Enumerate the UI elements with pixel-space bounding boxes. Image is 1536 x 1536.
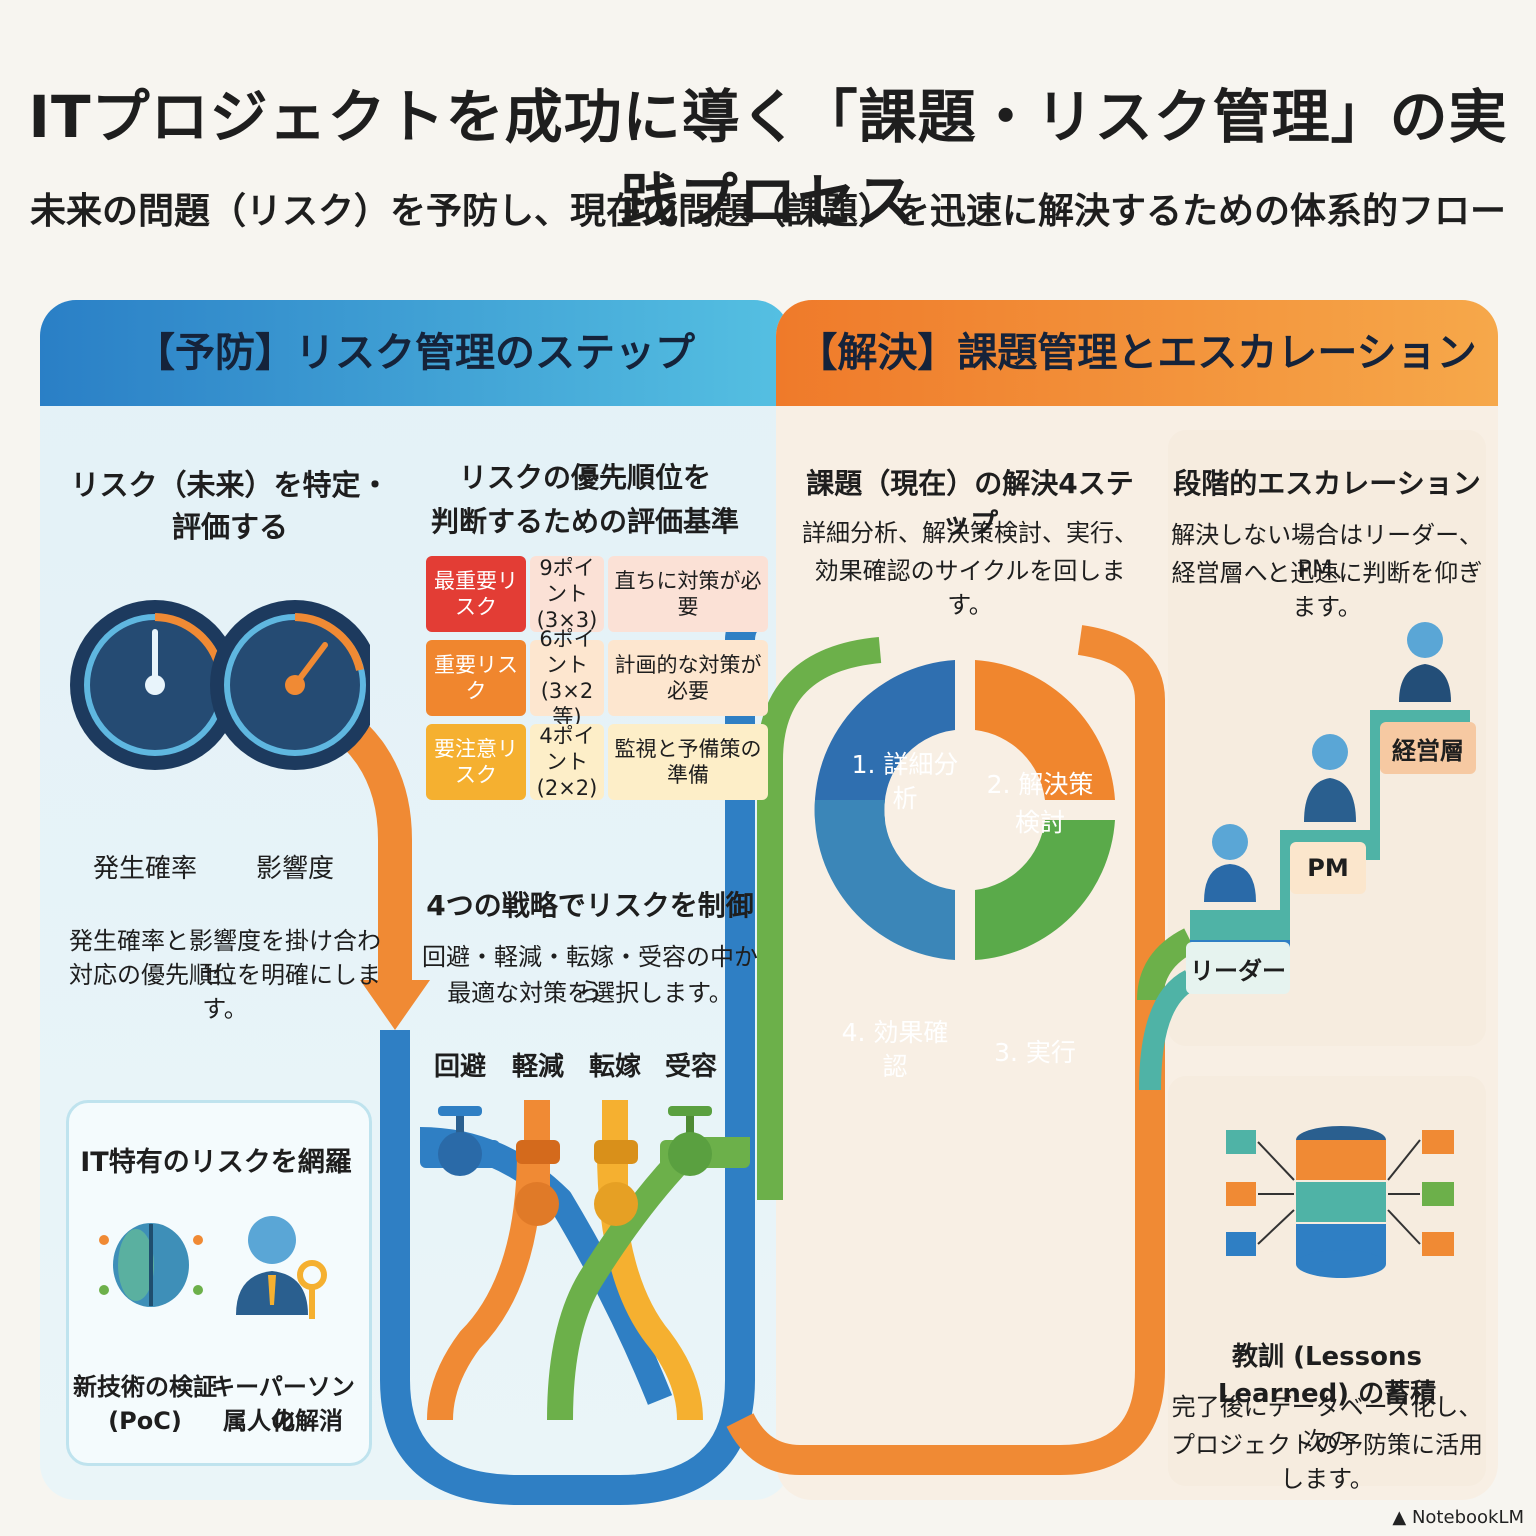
criteria-level-critical: 最重要リスク [426, 556, 526, 632]
folder-icon [1422, 1130, 1454, 1256]
cycle-segment-review [814, 800, 955, 960]
criteria-points-critical: 9ポイント(3×3) [530, 556, 604, 632]
criteria-points-watch: 4ポイント(2×2) [530, 724, 604, 800]
valve-mitigate-icon [515, 1100, 560, 1226]
gauge-label-probability: 発生確率 [92, 854, 197, 884]
steps-heading: 課題（現在）の解決4ステップ [806, 467, 1134, 540]
strategy-label-mitigate: 軽減 [511, 1052, 564, 1082]
strategy-desc-line1: 回避・軽減・転嫁・受容の中から [422, 943, 758, 1005]
valve-avoid-icon [420, 1106, 500, 1176]
lessons-desc-line2: プロジェクトの予防策に活用します。 [1171, 1431, 1483, 1493]
watermark: ▲ NotebookLM [1392, 1507, 1524, 1528]
leader-person-icon [1204, 824, 1256, 902]
strategy-label-avoid: 回避 [433, 1052, 486, 1082]
gauges-graphic [70, 600, 370, 770]
criteria-level-watch: 要注意リスク [426, 724, 526, 800]
criteria-heading-line1: リスクの優先順位を [458, 461, 711, 494]
brain-icon [99, 1223, 203, 1307]
keyperson-label-line1: キーパーソンの [211, 1373, 355, 1435]
prevention-panel-header: 【予防】リスク管理のステップ [40, 300, 790, 406]
points-value: 6ポイント [539, 627, 595, 677]
identify-desc-line2: 対応の優先順位を明確にします。 [69, 961, 381, 1023]
points-value: 4ポイント [539, 724, 595, 774]
executive-person-icon [1399, 622, 1451, 702]
strategy-heading: 4つの戦略でリスクを制御 [426, 889, 754, 922]
valve-transfer-icon [594, 1100, 638, 1226]
resolution-panel-header: 【解決】課題管理とエスカレーション [776, 300, 1498, 406]
escalation-level-leader: リーダー [1186, 942, 1290, 994]
steps-desc-line2: 効果確認のサイクルを回します。 [814, 557, 1126, 619]
criteria-action-major: 計画的な対策が必要 [608, 640, 768, 716]
escalation-level-pm: PM [1290, 842, 1366, 894]
points-formula: (3×3) [536, 608, 598, 632]
steps-desc-line1: 詳細分析、解決策検討、実行、 [802, 519, 1138, 547]
valves-graphic [420, 1100, 750, 1226]
points-value: 9ポイント [539, 556, 595, 606]
cycle-label-review: 4. 効果確認 [841, 1018, 949, 1081]
cycle-segment-execute [975, 820, 1115, 960]
lessons-heading: 教訓 (Lessons Learned) の蓄積 [1217, 1342, 1437, 1409]
cycle-label-execute: 3. 実行 [994, 1038, 1076, 1067]
criteria-level-major: 重要リスク [426, 640, 526, 716]
page-subtitle: 未来の問題（リスク）を予防し、現在の問題（課題）を迅速に解決するための体系的フロ… [29, 191, 1506, 232]
escalation-heading: 段階的エスカレーション [1173, 467, 1481, 500]
escalation-level-executive: 経営層 [1380, 722, 1476, 774]
strategy-label-accept: 受容 [664, 1052, 717, 1082]
key-person-icon [236, 1216, 327, 1319]
resolution-cycle [814, 660, 1115, 960]
cycle-label-plan-line1: 2. 解決策 [986, 770, 1094, 799]
cycle-segment-analysis [814, 660, 955, 820]
database-graphic [1226, 1126, 1454, 1278]
valve-accept-icon [660, 1106, 750, 1176]
criteria-points-major: 6ポイント(3×2等) [530, 627, 604, 729]
prevention-header-text: 【予防】リスク管理のステップ [135, 330, 695, 376]
cycle-label-plan-line2: 検討 [1014, 808, 1065, 837]
resolution-header-text: 【解決】課題管理とエスカレーション [797, 330, 1477, 376]
pm-person-icon [1304, 734, 1356, 822]
cycle-segment-plan [975, 660, 1115, 800]
lessons-desc-line1: 完了後にデータベース化し、次の [1171, 1393, 1483, 1455]
criteria-heading-line2: 判断するための評価基準 [430, 505, 739, 538]
identify-desc-line1: 発生確率と影響度を掛け合わせ、 [69, 927, 381, 989]
identify-heading: リスク（未来）を特定・評価する [70, 468, 390, 544]
database-icon [1296, 1126, 1386, 1278]
watermark-text: NotebookLM [1411, 1507, 1524, 1528]
strategy-desc-line2: 最適な対策を選択します。 [447, 979, 733, 1007]
strategy-label-transfer: 転嫁 [588, 1052, 641, 1082]
keyperson-label-line2: 属人化解消 [223, 1407, 343, 1435]
escalation-stairs [1190, 622, 1470, 955]
cycle-label-analysis: 1. 詳細分析 [851, 750, 959, 813]
criteria-action-watch: 監視と予備策の準備 [608, 724, 768, 800]
criteria-action-critical: 直ちに対策が必要 [608, 556, 768, 632]
points-formula: (2×2) [536, 776, 598, 800]
poc-label-line1: 新技術の検証 [73, 1373, 217, 1401]
escalation-desc-line2: 経営層へと迅速に判断を仰ぎます。 [1171, 559, 1483, 621]
it-risk-heading: IT特有のリスクを網羅 [80, 1147, 352, 1178]
poc-label-line2: (PoC) [108, 1407, 182, 1435]
escalation-desc-line1: 解決しない場合はリーダー、PM、 [1171, 521, 1483, 583]
gauge-label-impact: 影響度 [255, 854, 334, 884]
page-title: ITプロジェクトを成功に導く「課題・リスク管理」の実践プロセス [28, 83, 1508, 235]
